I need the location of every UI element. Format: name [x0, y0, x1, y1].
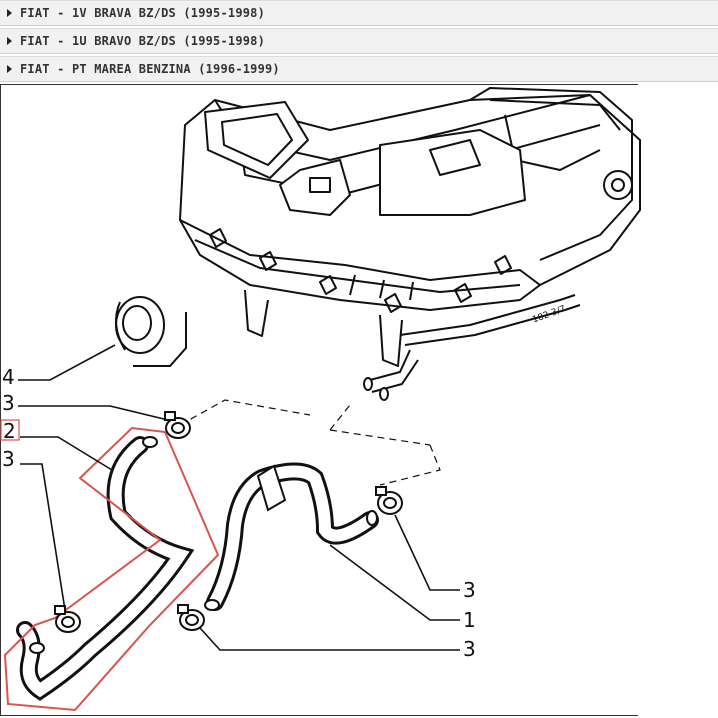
model-row-bravo[interactable]: FIAT - 1U BRAVO BZ/DS (1995-1998) [0, 28, 718, 54]
callout-label[interactable]: 2 [3, 419, 16, 443]
callout-label[interactable]: 1 [463, 608, 476, 632]
expand-arrow-icon [7, 9, 12, 17]
hose-clamps [54, 411, 403, 633]
heater-housing [179, 87, 641, 401]
expand-arrow-icon [7, 37, 12, 45]
callout-label[interactable]: 4 [2, 365, 15, 389]
hose-part-1 [204, 462, 379, 611]
selected-part-outline[interactable] [3, 426, 220, 712]
clamp-c [177, 604, 205, 631]
model-label: FIAT - PT MAREA BENZINA (1996-1999) [20, 62, 280, 76]
model-row-marea[interactable]: FIAT - PT MAREA BENZINA (1996-1999) [0, 56, 718, 82]
callout-label[interactable]: 3 [2, 391, 15, 415]
model-label: FIAT - 1U BRAVO BZ/DS (1995-1998) [20, 34, 266, 48]
clamp-a [164, 411, 191, 439]
expand-arrow-icon [7, 65, 12, 73]
clamp-b [54, 605, 81, 633]
seal-ring [115, 296, 187, 367]
hose-part-2 [16, 436, 195, 701]
model-row-brava[interactable]: FIAT - 1V BRAVA BZ/DS (1995-1998) [0, 0, 718, 26]
clamp-d [375, 486, 403, 515]
callout-label[interactable]: 3 [2, 447, 15, 471]
leader-lines [18, 344, 460, 651]
assembly-guides [179, 399, 441, 486]
selected-callout-box [0, 419, 20, 441]
model-label: FIAT - 1V BRAVA BZ/DS (1995-1998) [20, 6, 266, 20]
callout-label[interactable]: 3 [463, 578, 476, 602]
callout-label[interactable]: 3 [463, 637, 476, 661]
